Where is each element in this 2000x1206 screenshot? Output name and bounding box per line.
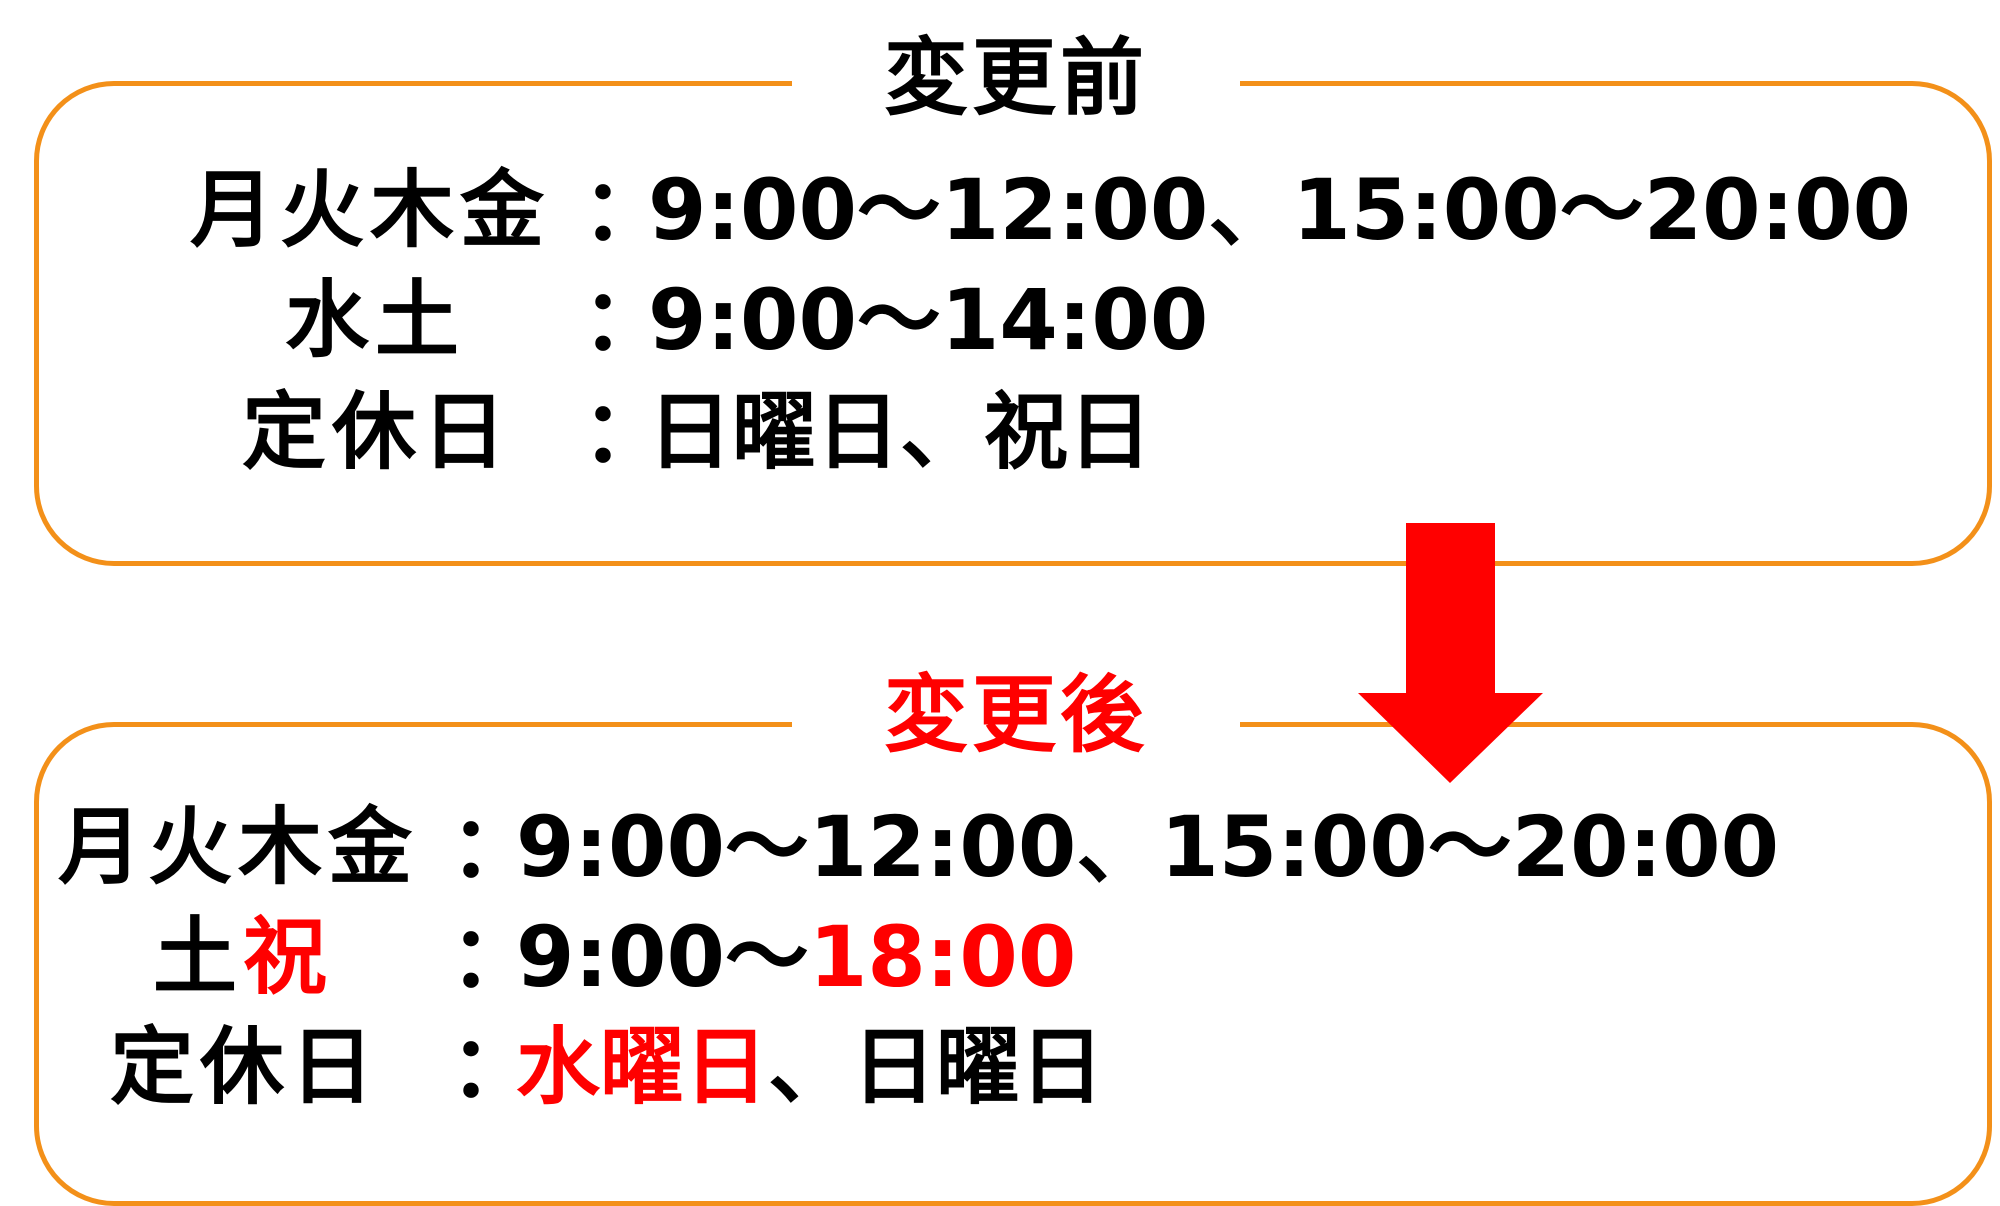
after-row-sat-holiday-colon: ： bbox=[450, 908, 535, 1006]
after-row-sat-holiday-label: 土祝 bbox=[153, 907, 333, 1007]
before-row-holidays-value: 日曜日、祝日 bbox=[648, 383, 1153, 481]
before-row-holidays-label: 定休日 bbox=[242, 383, 513, 481]
after-row-holidays-sunday: 、日曜日 bbox=[768, 1018, 1105, 1116]
after-row-holidays-label: 定休日 bbox=[110, 1018, 381, 1116]
after-row-weekdays-colon: ： bbox=[450, 798, 535, 896]
after-row-holidays-wednesday: 水曜日 bbox=[516, 1018, 769, 1116]
after-row-weekdays-label: 月火木金 bbox=[58, 798, 419, 896]
before-row-weekdays-label: 月火木金 bbox=[190, 161, 551, 259]
after-row-sat-holiday-end: 18:00 bbox=[808, 908, 1077, 1006]
after-row-weekdays-value: 9:00〜12:00、15:00〜20:00 bbox=[516, 798, 1780, 896]
arrow-down-icon bbox=[1358, 523, 1543, 783]
before-row-wed-sat-value: 9:00〜14:00 bbox=[648, 271, 1209, 369]
before-row-holidays-colon: ： bbox=[582, 383, 667, 481]
after-row-holidays-colon: ： bbox=[450, 1018, 535, 1116]
after-row-sat-holiday-start: 9:00〜 bbox=[516, 908, 809, 1006]
after-row-holidays-value: 水曜日、日曜日 bbox=[516, 1017, 1104, 1117]
before-row-wed-sat-colon: ： bbox=[582, 271, 667, 369]
after-row-sat-label: 土 bbox=[153, 908, 244, 1006]
before-row-weekdays-value: 9:00〜12:00、15:00〜20:00 bbox=[648, 161, 1912, 259]
after-row-sat-holiday-value: 9:00〜18:00 bbox=[516, 907, 1076, 1007]
before-row-weekdays-colon: ： bbox=[582, 161, 667, 259]
after-row-holiday-label: 祝 bbox=[243, 908, 334, 1006]
before-title: 変更前 bbox=[792, 28, 1240, 128]
before-row-wed-sat-label: 水土 bbox=[285, 271, 466, 369]
after-title: 変更後 bbox=[792, 665, 1240, 765]
